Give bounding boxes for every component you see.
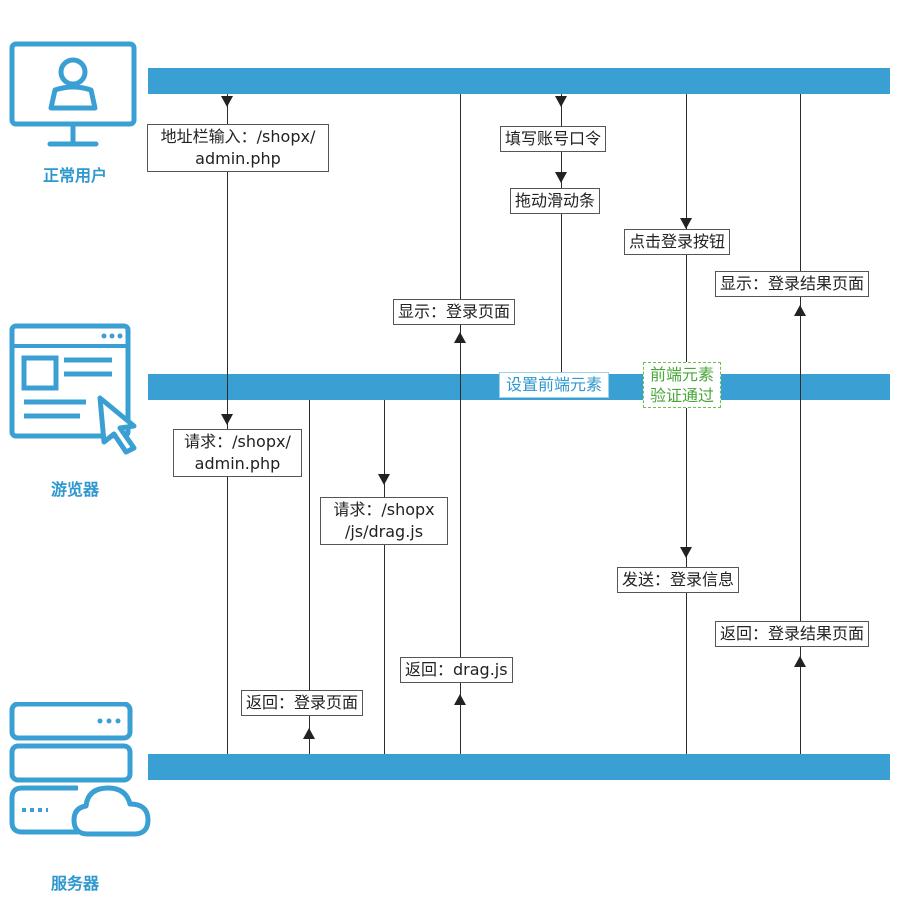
server-lane-bar bbox=[148, 754, 890, 780]
flow-line-2 bbox=[309, 400, 310, 754]
step-request-drag: 请求：/shopx /js/drag.js bbox=[320, 497, 448, 545]
arrow-down-icon bbox=[221, 414, 233, 425]
flow-line-5 bbox=[561, 94, 562, 374]
arrow-down-icon bbox=[555, 172, 567, 183]
arrow-up-icon bbox=[454, 332, 466, 343]
arrow-up-icon bbox=[794, 305, 806, 316]
step-show-result: 显示：登录结果页面 bbox=[715, 271, 870, 297]
browser-window-icon bbox=[9, 323, 137, 455]
user-lane-bar bbox=[148, 68, 890, 94]
step-drag-slider: 拖动滑动条 bbox=[510, 188, 601, 214]
arrow-down-icon bbox=[680, 218, 692, 229]
arrow-up-icon bbox=[454, 694, 466, 705]
actor-server-label: 服务器 bbox=[50, 874, 99, 893]
step-addr-input: 地址栏输入：/shopx/ admin.php bbox=[147, 124, 329, 172]
flow-line-3 bbox=[384, 400, 385, 754]
set-frontend-label: 设置前端元素 bbox=[499, 372, 610, 398]
flow-line-4 bbox=[460, 94, 461, 754]
step-addr-input-line1: 地址栏输入：/shopx/ bbox=[160, 127, 316, 146]
actor-user-label: 正常用户 bbox=[42, 166, 107, 185]
step-send-login: 发送：登录信息 bbox=[617, 567, 740, 593]
step-show-login: 显示：登录页面 bbox=[393, 299, 516, 325]
arrow-up-icon bbox=[794, 656, 806, 667]
arrow-down-icon bbox=[221, 96, 233, 107]
server-cloud-icon bbox=[9, 702, 151, 837]
step-return-login: 返回：登录页面 bbox=[241, 690, 364, 716]
frontend-pass-label: 前端元素 验证通过 bbox=[643, 362, 722, 408]
step-return-result: 返回：登录结果页面 bbox=[715, 621, 870, 647]
user-monitor-icon bbox=[9, 41, 137, 147]
arrow-down-icon bbox=[555, 96, 567, 107]
step-addr-input-line2: admin.php bbox=[195, 149, 281, 168]
actor-browser-label: 游览器 bbox=[50, 480, 99, 499]
arrow-up-icon bbox=[303, 728, 315, 739]
step-request-admin: 请求：/shopx/ admin.php bbox=[173, 429, 302, 477]
flow-line-7 bbox=[800, 94, 801, 754]
arrow-down-icon bbox=[680, 547, 692, 558]
step-fill-account: 填写账号口令 bbox=[500, 126, 607, 152]
step-return-drag: 返回：drag.js bbox=[400, 657, 513, 683]
flow-line-6 bbox=[686, 94, 687, 754]
step-click-login: 点击登录按钮 bbox=[624, 229, 731, 255]
arrow-down-icon bbox=[378, 474, 390, 485]
